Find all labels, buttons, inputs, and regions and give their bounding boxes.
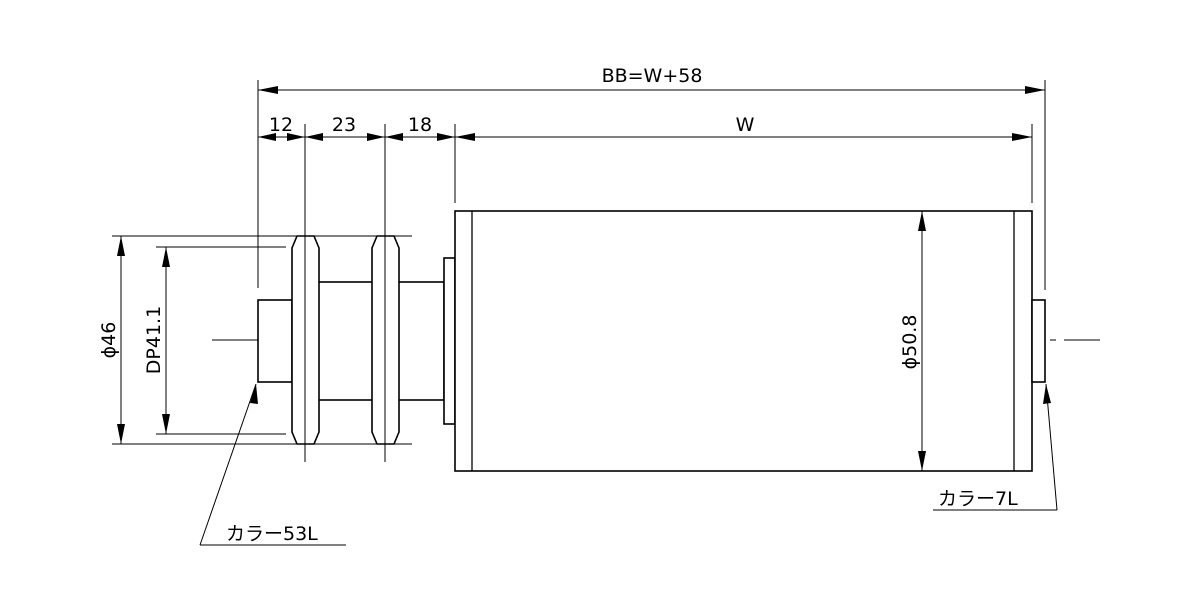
dim-overall-arrow-right [1025,86,1045,94]
dim-dia46-arrow-bottom [117,424,125,444]
dim-overall-arrow-left [258,86,278,94]
roller-body [454,210,1033,472]
dim-dia46-arrow-top [117,236,125,256]
dim-dia46-label: ϕ46 [98,322,120,359]
dim-seg2-label: 23 [332,114,356,136]
leader-left-collar-arrow [250,384,258,404]
dim-seg3-label: 18 [408,114,432,136]
note-right-collar: カラー7L [938,488,1018,510]
dim-overall-label: BB=W+58 [602,65,703,87]
left-collar [257,299,293,383]
dim-width-arrow-right [1012,133,1032,141]
hub-right [397,281,445,401]
dim-seg1-arrow-right [287,133,305,141]
dim-width-arrow-left [455,133,475,141]
leader-right-collar-arrow [1043,384,1051,404]
flange [443,257,456,425]
dim-dp-arrow-bottom [162,414,170,434]
dim-roller-dia-arrow-top [918,211,926,231]
dim-width-label: W [736,114,755,136]
right-collar [1031,299,1046,383]
dim-seg3-arrow-left [385,133,403,141]
dim-seg2-arrow-right [367,133,385,141]
dim-seg1-label: 12 [269,114,293,136]
dim-seg1-arrow-left [258,133,276,141]
hub [317,281,375,401]
dim-roller-dia-arrow-bottom [918,451,926,471]
leader-right-collar [1045,383,1058,511]
dim-roller-dia-label: ϕ50.8 [899,315,921,370]
leader-left-collar [199,383,257,546]
note-left-collar: カラー53L [226,523,318,545]
dim-seg3-arrow-right [437,133,455,141]
dim-dp-label: DP41.1 [143,306,165,374]
dim-seg2-arrow-left [305,133,323,141]
dim-dp-arrow-top [162,247,170,267]
